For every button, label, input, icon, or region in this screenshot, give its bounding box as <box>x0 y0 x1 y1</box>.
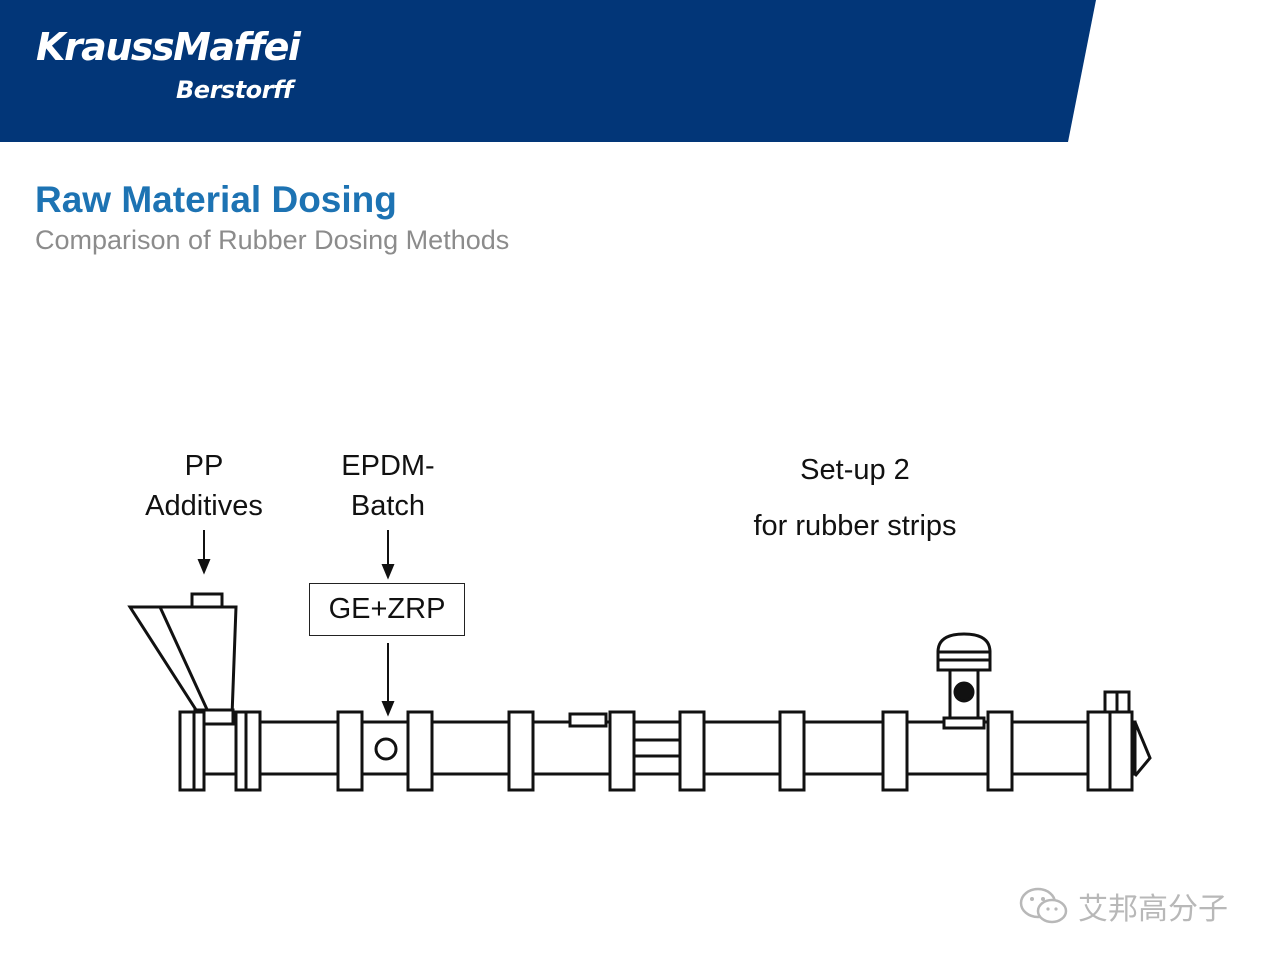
side-feed-port <box>374 737 398 761</box>
brand-logo: KraussMaffei <box>36 25 301 69</box>
arrow-down-icon <box>197 559 211 575</box>
watermark-text: 艾邦高分子 <box>1078 892 1228 927</box>
page-subtitle: Comparison of Rubber Dosing Methods <box>35 225 510 255</box>
arrow-down-icon <box>381 701 395 717</box>
barrel-flanges <box>178 710 1134 792</box>
feed-box-ge-zrp: GE+ZRP <box>309 583 465 636</box>
hopper-icon <box>127 592 238 726</box>
arrow-down-icon <box>381 564 395 580</box>
setup-label: Set-up 2 for rubber strips <box>753 454 957 542</box>
header-band <box>0 0 1096 142</box>
watermark: 艾邦高分子 <box>1018 884 1228 928</box>
page-title: Raw Material Dosing <box>35 179 397 220</box>
brand-division: Berstorff <box>176 76 293 104</box>
wechat-icon <box>1019 887 1068 924</box>
vacuum-dome-icon <box>936 632 992 730</box>
feed-label-epdm: EPDM- Batch <box>341 450 435 522</box>
feed-label-pp: PP Additives <box>145 450 263 522</box>
